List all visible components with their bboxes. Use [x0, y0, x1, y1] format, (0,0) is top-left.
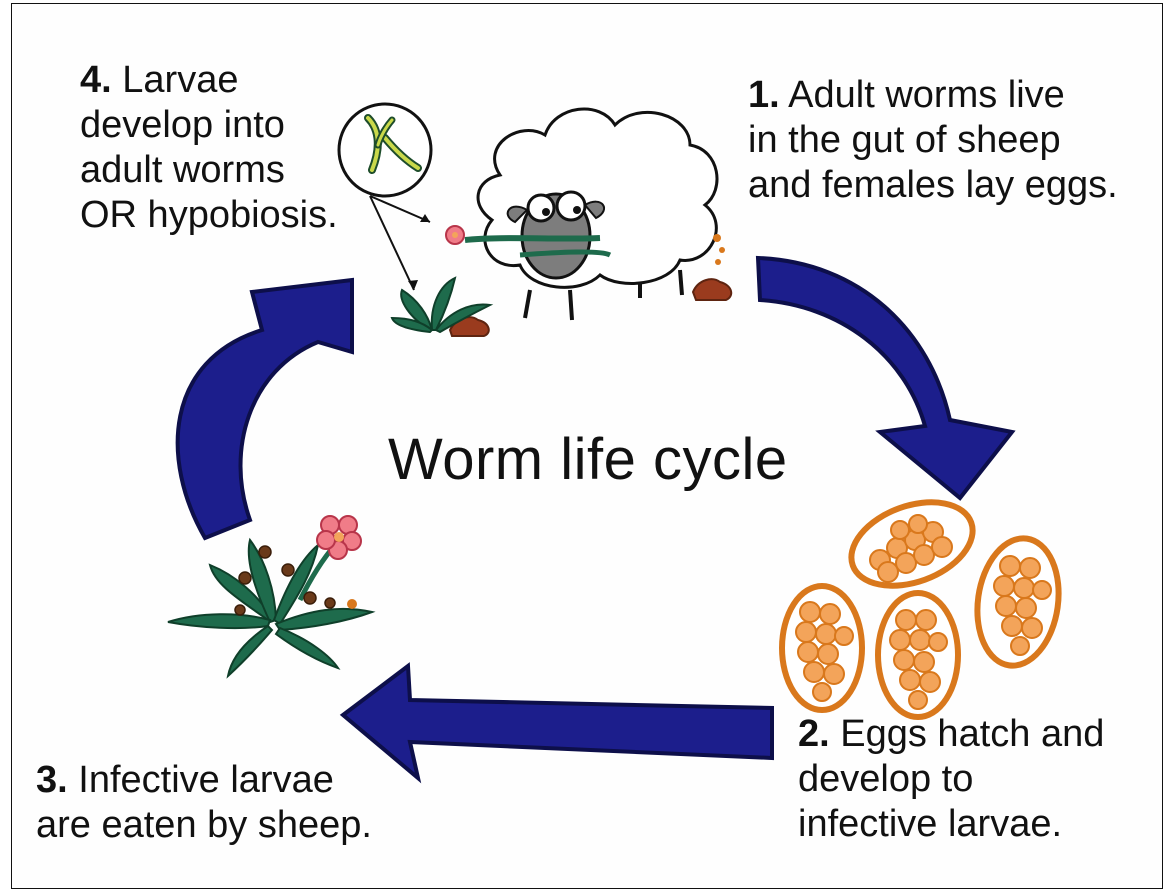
stage-1-line-1: Adult worms live [788, 74, 1065, 116]
egg-middle [878, 593, 958, 717]
arrow-larvae-to-adult [178, 280, 352, 538]
stage-3-line-2: are eaten by sheep. [36, 803, 372, 848]
stage-1-label: 1. Adult worms live in the gut of sheep … [748, 73, 1118, 208]
stage-4-line-3: adult worms [80, 148, 338, 193]
diagram-title: Worm life cycle [388, 426, 788, 493]
egg-dot [713, 234, 721, 242]
egg-left [782, 586, 862, 710]
egg-top [840, 487, 984, 602]
egg-group [782, 487, 1067, 717]
stage-1-line-3: and females lay eggs. [748, 163, 1118, 208]
stage-4-label: 4. Larvae develop into adult worms OR hy… [80, 58, 338, 238]
larva-magnified [339, 104, 431, 290]
stage-2-number: 2. [798, 713, 830, 755]
stage-4-line-1: Larvae [122, 59, 238, 101]
stage-3-line-1: Infective larvae [78, 759, 334, 801]
arrow-adult-to-eggs [758, 258, 1012, 498]
stage-4-number: 4. [80, 59, 112, 101]
stage-3-number: 3. [36, 759, 68, 801]
stage-3-label: 3. Infective larvae are eaten by sheep. [36, 758, 372, 848]
plant-with-larvae [168, 516, 372, 676]
egg-right [969, 533, 1066, 671]
stage-1-number: 1. [748, 74, 780, 116]
stage-2-line-2: develop to [798, 757, 1104, 802]
stage-4-line-2: develop into [80, 103, 338, 148]
stage-2-line-1: Eggs hatch and [840, 713, 1104, 755]
arrow-eggs-to-larvae [343, 666, 772, 778]
sheep-drawing [446, 109, 717, 320]
dung-right [693, 279, 731, 300]
stage-2-label: 2. Eggs hatch and develop to infective l… [798, 712, 1104, 847]
stage-2-line-3: infective larvae. [798, 802, 1104, 847]
stage-4-line-4: OR hypobiosis. [80, 193, 338, 238]
stage-1-line-2: in the gut of sheep [748, 118, 1118, 163]
